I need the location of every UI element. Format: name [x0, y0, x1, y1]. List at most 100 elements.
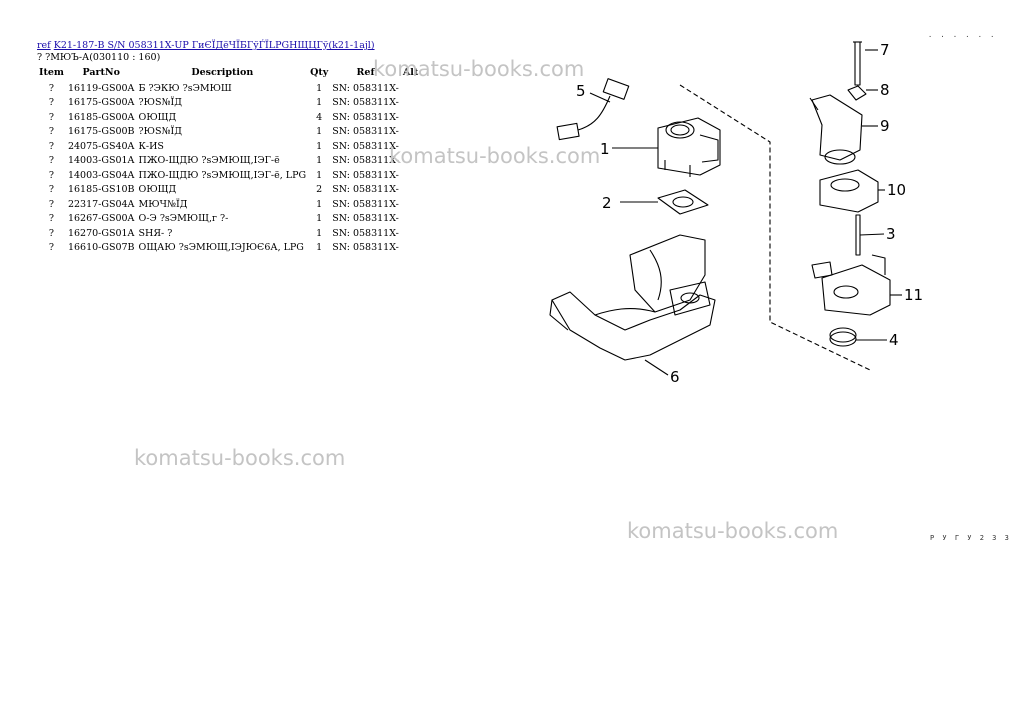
watermark: komatsu-books.com	[134, 446, 346, 470]
clip-part	[847, 85, 867, 101]
cell-alt	[401, 168, 420, 183]
adapter-housing-part	[819, 169, 879, 213]
cell-description: ?ЮS№ЇД	[138, 97, 182, 109]
elbow-pipe-part	[809, 94, 863, 165]
cell-qty: 1	[316, 169, 323, 181]
cell-description: ОЮЩД	[138, 184, 177, 196]
cell-ref: SN: 058311X-	[332, 126, 399, 138]
cell-description: МЮЧ№ЇД	[138, 198, 188, 210]
cell-item: ?	[48, 155, 55, 167]
table-row: ? 16175-GS00A?ЮS№ЇД 1 SN: 058311X-	[37, 96, 420, 111]
callout-1: 1	[600, 140, 610, 158]
cell-qty: 1	[316, 198, 323, 210]
cell-ref: SN: 058311X-	[332, 155, 399, 167]
callout-6: 6	[670, 368, 680, 386]
cell-ref: SN: 058311X-	[332, 198, 399, 210]
cell-qty: 4	[316, 111, 323, 123]
cell-ref: SN: 058311X-	[332, 111, 399, 123]
cell-description: ПЖО-ЩДЮ ?sЭМЮЩ,IЭГ-ё, LPG	[138, 169, 307, 181]
gasket-part	[657, 189, 709, 215]
cell-partno: 16610-GS07B	[67, 242, 135, 254]
watermark: komatsu-books.com	[627, 519, 839, 543]
cell-qty: 1	[316, 213, 323, 225]
watermark: komatsu-books.com	[373, 57, 585, 81]
cell-item: ?	[48, 227, 55, 239]
parts-table: Item PartNo Description Qty Ref Alt ? 161…	[37, 66, 420, 255]
model-link[interactable]: K21-187-B S/N 058311X-UP ГиЄЇДёЧЇБГўЃЇLP…	[53, 40, 375, 51]
callout-labels: 5 1 2 6 7 8 9 10 3 11 4	[576, 41, 923, 386]
parts-diagram: 5 1 2 6 7 8 9 10 3 11 4	[549, 41, 923, 386]
cell-partno: 16119-GS00A	[67, 82, 135, 94]
cell-alt	[401, 212, 420, 227]
callout-11: 11	[904, 286, 923, 304]
cell-partno: 16175-GS00A	[67, 97, 135, 109]
cell-partno: 16270-GS01A	[67, 227, 135, 239]
cell-alt	[401, 125, 420, 140]
callout-4: 4	[889, 331, 899, 349]
leader-lines	[589, 49, 902, 376]
cell-qty: 1	[316, 82, 323, 94]
mixer-body-part	[811, 254, 891, 316]
header-qty: Qty	[310, 66, 329, 78]
cell-partno: 14003-GS01A	[67, 155, 135, 167]
cell-partno: 16185-GS00A	[67, 111, 135, 123]
o-ring-part	[829, 327, 857, 347]
callout-8: 8	[880, 81, 890, 99]
cell-description: Б ?ЭКЮ ?sЭМЮШ	[138, 82, 232, 94]
cell-item: ?	[48, 242, 55, 254]
ref-link[interactable]: ref	[37, 40, 51, 51]
manifold-part	[549, 234, 716, 361]
diagram-code-bottom: Р У Г У 2 3 3	[930, 534, 1011, 542]
cell-ref: SN: 058311X-	[332, 169, 399, 181]
cell-qty: 1	[316, 140, 323, 152]
cell-item: ?	[48, 97, 55, 109]
cell-qty: 1	[316, 97, 323, 109]
table-header-row: Item PartNo Description Qty Ref Alt	[37, 66, 420, 81]
cell-partno: 24075-GS40A	[67, 140, 135, 152]
diagram-lines	[549, 41, 902, 376]
cell-item: ?	[48, 169, 55, 181]
cell-alt	[401, 110, 420, 125]
cell-alt	[401, 241, 420, 256]
cell-qty: 1	[316, 242, 323, 254]
cell-partno: 16175-GS00B	[67, 126, 135, 138]
header-description: Description	[191, 66, 254, 78]
cell-ref: SN: 058311X-	[332, 97, 399, 109]
cell-description: ПЖО-ЩДЮ ?sЭМЮЩ,IЭГ-ё	[138, 155, 280, 167]
cell-description: ОЩАЮ ?sЭМЮЩ,IЭЈЮЄ6А, LPG	[138, 242, 304, 254]
cell-partno: 14003-GS04A	[67, 169, 135, 181]
callout-9: 9	[880, 117, 890, 135]
callout-5: 5	[576, 82, 586, 100]
cell-ref: SN: 058311X-	[332, 82, 399, 94]
cell-qty: 2	[316, 184, 323, 196]
cell-alt	[401, 81, 420, 96]
diagram-code-top: · · · · · ·	[928, 33, 997, 41]
cell-description: ?ЮS№ЇД	[138, 126, 182, 138]
frame-line	[679, 84, 871, 371]
header-item: Item	[39, 66, 64, 78]
cell-ref: SN: 058311X-	[332, 213, 399, 225]
cell-description: О-Э ?sЭМЮЩ,г ?-	[138, 213, 229, 225]
cell-description: SНЯ- ?	[138, 227, 173, 239]
cell-alt	[401, 226, 420, 241]
callout-10: 10	[887, 181, 906, 199]
cell-alt	[401, 183, 420, 198]
throttle-body-part	[657, 117, 721, 177]
page-subtitle: ? ?МЮЪ-А(030110 : 160)	[37, 52, 161, 63]
cell-qty: 1	[316, 126, 323, 138]
header-ref: Ref	[356, 66, 375, 78]
cell-item: ?	[48, 198, 55, 210]
cell-alt	[401, 197, 420, 212]
callout-3: 3	[886, 225, 896, 243]
cell-qty: 1	[316, 155, 323, 167]
